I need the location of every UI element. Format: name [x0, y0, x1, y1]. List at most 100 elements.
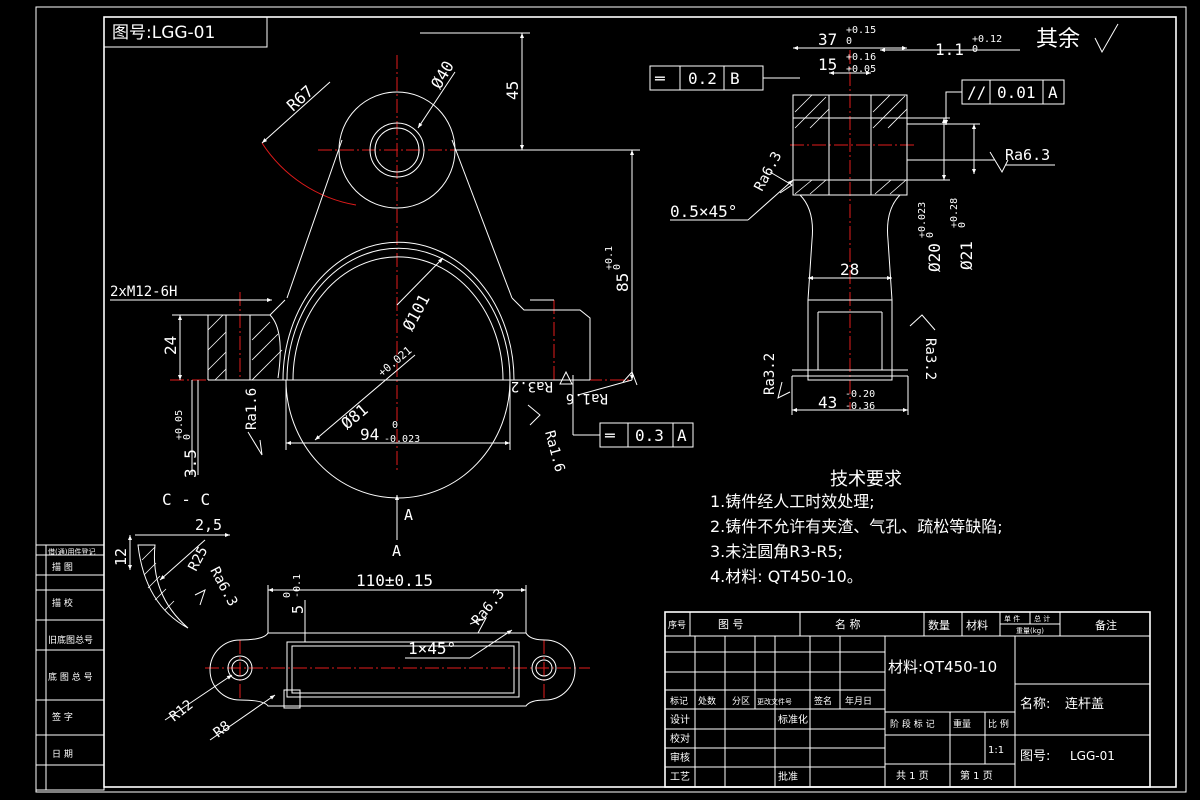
ra-6-3-left: Ra6.3 — [751, 149, 785, 194]
dim-94: 94 — [360, 425, 379, 444]
view-a-label-2: A — [392, 542, 401, 560]
svg-text:处数: 处数 — [698, 695, 716, 707]
dim-5: 5 — [289, 605, 307, 614]
svg-text:标记: 标记 — [670, 695, 688, 707]
dim-45: 45 — [503, 81, 522, 100]
svg-text:工艺: 工艺 — [670, 771, 690, 783]
svg-text:0: 0 — [957, 222, 968, 228]
svg-text:A: A — [677, 426, 687, 445]
svg-text:备注: 备注 — [1095, 618, 1117, 632]
ra-6-3-section: Ra6.3 — [206, 564, 240, 609]
svg-text:更改文件号: 更改文件号 — [757, 697, 792, 706]
svg-text:单 件: 单 件 — [1004, 614, 1020, 623]
svg-text:图号:: 图号: — [1020, 749, 1050, 764]
flatness-frame-a — [599, 422, 694, 448]
dim-2-5: 2,5 — [195, 516, 222, 534]
svg-text:0: 0 — [282, 592, 293, 598]
svg-text:图 号: 图 号 — [718, 618, 744, 631]
svg-text:共 1 页: 共 1 页 — [896, 770, 929, 782]
side-dimensions: 37 +0.15 0 15 +0.16 +0.05 1.1 +0.12 0 //… — [649, 25, 1065, 415]
front-dimensions: R67 Ø40 45 Ø101 Ø81 +0.021 85 +0.1 0 2xM… — [110, 32, 694, 560]
svg-text:描 图: 描 图 — [52, 561, 73, 573]
svg-text:名 称: 名 称 — [835, 617, 861, 631]
drawing-number-label: 图号:LGG-01 — [112, 23, 215, 43]
svg-text:材料: 材料 — [966, 618, 988, 632]
svg-text:-0.1: -0.1 — [292, 574, 303, 598]
svg-text:0: 0 — [925, 232, 936, 238]
ra-1-6-left: Ra1.6 — [244, 388, 260, 430]
svg-text:重量: 重量 — [953, 718, 971, 730]
dim-m12: 2xM12-6H — [110, 284, 177, 300]
svg-text:比 例: 比 例 — [988, 718, 1009, 730]
svg-text:签 字: 签 字 — [52, 711, 73, 723]
dim-28: 28 — [840, 260, 859, 279]
dim-d21: Ø21 — [957, 241, 976, 270]
svg-text:旧底图总号: 旧底图总号 — [48, 634, 93, 646]
outer-frame — [35, 6, 1187, 793]
svg-text:1:1: 1:1 — [988, 745, 1004, 756]
svg-text:0: 0 — [972, 44, 978, 55]
dim-94-tol-low: -0.023 — [384, 434, 420, 445]
dim-43: 43 — [818, 393, 837, 412]
surface-finish-note: 其余 — [1036, 27, 1080, 52]
svg-text:借(通)用件登记: 借(通)用件登记 — [48, 547, 95, 556]
svg-text:标准化: 标准化 — [778, 713, 808, 726]
svg-text:═: ═ — [604, 426, 615, 445]
dim-24: 24 — [161, 336, 180, 355]
section-label: C - C — [162, 490, 210, 509]
ra-3-2-mid: Ra3.2 — [511, 378, 553, 394]
dim-r12: R12 — [167, 697, 197, 725]
tech-req-line-3: 3.未注圆角R3-R5; — [710, 542, 843, 561]
svg-text:0.3: 0.3 — [635, 426, 664, 445]
dim-3-5: 3.5 — [181, 449, 200, 478]
svg-text:第 1 页: 第 1 页 — [960, 769, 993, 782]
svg-text:校对: 校对 — [670, 732, 690, 745]
drawing-number-box — [103, 16, 268, 48]
svg-text:重量(kg): 重量(kg) — [1016, 627, 1044, 635]
svg-text:总 计: 总 计 — [1034, 614, 1050, 623]
dim-d20: Ø20 — [925, 243, 944, 272]
view-a — [205, 632, 590, 709]
svg-text:年月日: 年月日 — [845, 695, 872, 707]
svg-text:═: ═ — [654, 69, 665, 88]
svg-text:审核: 审核 — [670, 751, 690, 764]
svg-text:签名: 签名 — [814, 695, 832, 707]
svg-text:+0.023: +0.023 — [917, 202, 928, 238]
dim-94-tol-up: 0 — [392, 420, 398, 431]
dim-r67: R67 — [283, 82, 317, 115]
tech-req-line-2: 2.铸件不允许有夹渣、气孔、疏松等缺陷; — [710, 517, 1003, 536]
title-block: 序号 图 号 名 称 数量 材料 单 件 总 计 重量(kg) 备注 标记 处数… — [664, 611, 1151, 788]
svg-text:-0.36: -0.36 — [845, 401, 875, 412]
svg-text:+0.28: +0.28 — [949, 198, 960, 228]
svg-text:日 期: 日 期 — [52, 749, 73, 760]
svg-text:+0.15: +0.15 — [846, 25, 876, 36]
tech-req-title: 技术要求 — [830, 469, 902, 490]
ra-1-6-right: Ra1.6 — [566, 390, 608, 406]
svg-text:+0.16: +0.16 — [846, 52, 876, 63]
ra-3-2-left: Ra3.2 — [762, 353, 778, 395]
dim-15: 15 — [818, 55, 837, 74]
svg-text:批准: 批准 — [778, 770, 798, 783]
technical-requirements: 技术要求 1.铸件经人工时效处理; 2.铸件不允许有夹渣、气孔、疏松等缺陷; 3… — [710, 469, 1003, 586]
dim-3-5-tol-low: 0 — [182, 434, 193, 440]
dim-110: 110±0.15 — [356, 571, 433, 590]
dim-chamfer-2: 1×45° — [408, 639, 456, 658]
dim-3-5-tol-up: +0.05 — [174, 410, 185, 440]
svg-text:描 校: 描 校 — [52, 597, 73, 609]
dim-12: 12 — [112, 548, 130, 566]
view-a-label: A — [404, 506, 413, 524]
svg-text:数量: 数量 — [928, 619, 950, 632]
dim-r25: R25 — [185, 544, 211, 574]
tech-req-line-1: 1.铸件经人工时效处理; — [710, 492, 875, 511]
svg-text:底 图 总 号: 底 图 总 号 — [48, 671, 93, 683]
svg-text:B: B — [730, 69, 740, 88]
inner-frame — [103, 16, 1177, 788]
part-number: LGG-01 — [1070, 749, 1115, 763]
svg-text:0.2: 0.2 — [688, 69, 717, 88]
svg-text:分区: 分区 — [732, 696, 750, 707]
ra-6-3-right: Ra6.3 — [1005, 146, 1050, 164]
svg-text:阶 段 标 记: 阶 段 标 记 — [890, 718, 935, 730]
svg-text:名称:: 名称: — [1020, 696, 1050, 712]
view-a-dimensions: 110±0.15 5 0 -0.1 Ra6.3 1×45° R12 R8 — [164, 571, 527, 741]
